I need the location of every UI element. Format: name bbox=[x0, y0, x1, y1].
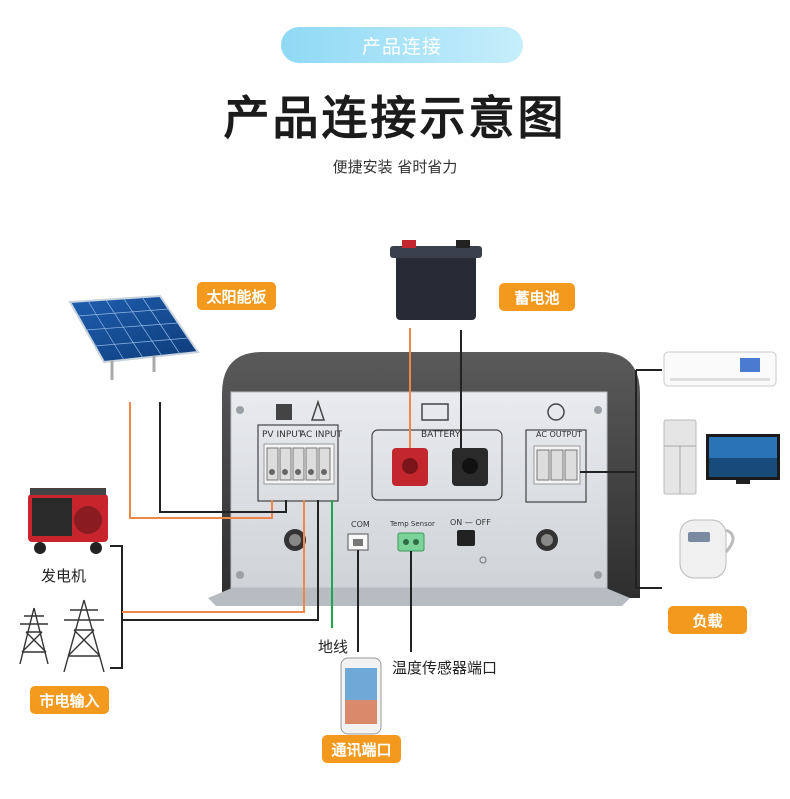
inverter-unit bbox=[208, 352, 640, 606]
section-pill: 产品连接 bbox=[281, 27, 523, 63]
pv-input-label: PV INPUT bbox=[262, 430, 304, 440]
grid-input-tag: 市电输入 bbox=[30, 686, 109, 714]
battery-tag: 蓄电池 bbox=[499, 283, 575, 311]
ac-input-label: AC INPUT bbox=[300, 430, 343, 440]
ground-label: 地线 bbox=[318, 638, 349, 656]
generator-icon bbox=[28, 488, 108, 554]
ac-output-label: AC OUTPUT bbox=[536, 430, 583, 439]
com-label: COM bbox=[351, 520, 370, 529]
page-title: 产品连接示意图 bbox=[223, 91, 567, 145]
solar-tag: 太阳能板 bbox=[197, 282, 276, 310]
on-off-label: ON — OFF bbox=[450, 518, 491, 527]
battery-icon bbox=[390, 240, 482, 320]
refrigerator-icon bbox=[663, 419, 697, 495]
air-conditioner-icon bbox=[663, 351, 777, 387]
battery-label: BATTERY bbox=[421, 430, 461, 440]
generator-label: 发电机 bbox=[41, 567, 87, 585]
solar-panel-icon bbox=[68, 294, 200, 380]
page-subtitle: 便捷安装 省时省力 bbox=[332, 158, 458, 176]
smartphone-icon bbox=[340, 657, 382, 735]
television-icon bbox=[706, 434, 780, 484]
temp-port-label: 温度传感器端口 bbox=[392, 659, 498, 677]
comm-port-tag: 通讯端口 bbox=[322, 735, 401, 763]
power-tower-icon bbox=[19, 599, 105, 673]
temp-sensor-label: Temp Sensor bbox=[390, 520, 435, 528]
water-dispenser-icon bbox=[679, 519, 735, 579]
load-tag: 负载 bbox=[668, 606, 747, 634]
